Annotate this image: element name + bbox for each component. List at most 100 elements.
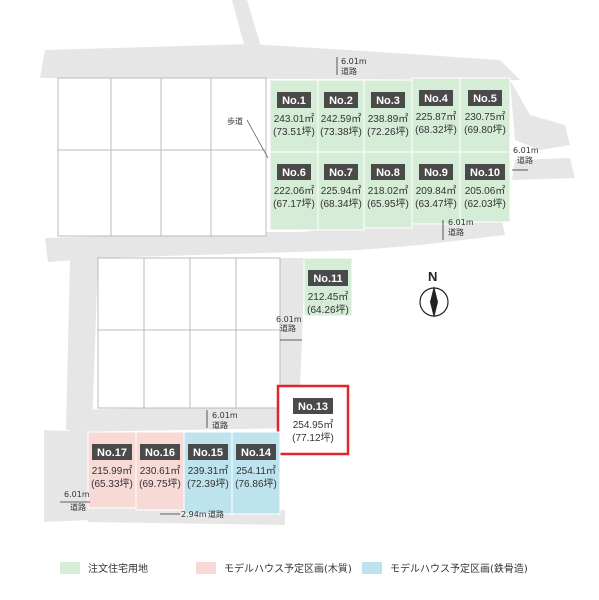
lot-number: No.4 [424, 93, 449, 105]
existing-lot [160, 77, 212, 151]
lot-tsubo: (65.33坪) [91, 477, 133, 490]
left-vertical-road [66, 258, 98, 430]
lot-area: 215.99㎡ [92, 465, 133, 477]
lot-17[interactable]: No.17 215.99㎡(65.33坪) [87, 431, 137, 509]
compass-needle-icon [430, 286, 438, 318]
lot-label-badge [371, 92, 405, 108]
legend-label: モデルハウス予定区画(木質) [224, 562, 352, 575]
lot-number: No.2 [329, 95, 353, 107]
lot-1[interactable]: No.1 243.01㎡(73.51坪) [269, 79, 319, 153]
lot-number: No.17 [97, 447, 127, 459]
legend-swatch [196, 562, 216, 574]
road-top-name: 道路 [341, 66, 357, 76]
existing-lot [143, 329, 191, 409]
existing-lot [210, 149, 267, 237]
lot-label-badge [92, 444, 132, 460]
lot-label-badge [277, 164, 311, 180]
lot-shape[interactable] [303, 257, 353, 317]
lot-area: 238.89㎡ [368, 113, 409, 125]
lot-label-badge [465, 164, 505, 180]
lot-area: 242.59㎡ [321, 113, 362, 125]
road-bottom-name: 道路 [208, 509, 224, 519]
lot-label-badge [277, 92, 311, 108]
top-road [40, 44, 520, 80]
lot-shape[interactable] [276, 384, 350, 456]
lot-tsubo: (73.38坪) [320, 125, 362, 138]
lot-shape[interactable] [459, 151, 511, 223]
road-lower-width: 6.01m [212, 411, 238, 420]
existing-lot [57, 149, 112, 237]
lot-tsubo: (68.34坪) [320, 197, 362, 210]
lot-tsubo: (69.80坪) [464, 123, 506, 136]
lot-label-badge [419, 90, 453, 106]
lot-tsubo: (69.75坪) [139, 477, 181, 490]
existing-lot [143, 257, 191, 331]
lot-area: 243.01㎡ [274, 113, 315, 125]
lot-area: 239.31㎡ [188, 465, 229, 477]
north-label: N [428, 269, 437, 284]
road-top-width: 6.01m [341, 57, 367, 66]
lot-area: 225.94㎡ [321, 185, 362, 197]
lot-tsubo: (68.32坪) [415, 123, 457, 136]
lot-label-badge [324, 164, 358, 180]
center-vertical-road [278, 258, 305, 400]
lot-area: 209.84㎡ [416, 185, 457, 197]
existing-lot [189, 329, 237, 409]
legend: 注文住宅用地 モデルハウス予定区画(木質) モデルハウス予定区画(鉄骨造) [60, 562, 528, 575]
lot-3[interactable]: No.3 238.89㎡(72.26坪) [363, 79, 413, 153]
existing-lot [97, 329, 145, 409]
lot-2[interactable]: No.2 242.59㎡(73.38坪) [317, 79, 365, 153]
lot-number: No.8 [376, 167, 400, 179]
existing-lot [110, 149, 162, 237]
lot-area: 212.45㎡ [308, 291, 349, 303]
lot-label-badge [468, 90, 502, 106]
legend-label: 注文住宅用地 [88, 562, 148, 575]
lot-number: No.10 [470, 167, 500, 179]
sidewalk-pointer [246, 119, 269, 159]
legend-swatch [60, 562, 80, 574]
existing-lot [235, 257, 281, 331]
existing-lot [235, 329, 281, 409]
road-left-name: 道路 [70, 502, 86, 512]
lot-label-badge [324, 92, 358, 108]
lot-number: No.6 [282, 167, 306, 179]
existing-lot [57, 77, 112, 151]
lot-number: No.1 [282, 95, 306, 107]
road-right-width: 6.01m [513, 146, 539, 155]
lot-tsubo: (77.12坪) [292, 431, 334, 444]
road-left-width: 6.01m [64, 490, 90, 499]
road-middle-width: 6.01m [448, 218, 474, 227]
road-right-name: 道路 [517, 155, 533, 165]
lot-area: 222.06㎡ [274, 185, 315, 197]
lot-number: No.5 [473, 93, 497, 105]
lot-number: No.13 [298, 401, 328, 413]
road-center-width: 6.01m [276, 315, 302, 324]
lot-area: 230.61㎡ [140, 465, 181, 477]
lot-area: 254.11㎡ [236, 465, 276, 477]
north-arrow: N [419, 269, 449, 318]
lot-tsubo: (64.26坪) [307, 303, 349, 316]
lot-label-badge [188, 444, 228, 460]
sidewalk-label: 歩道 [227, 116, 243, 126]
lot-tsubo: (65.95坪) [367, 197, 409, 210]
lot-label-badge [140, 444, 180, 460]
lot-number: No.9 [424, 167, 448, 179]
legend-label: モデルハウス予定区画(鉄骨造) [390, 562, 528, 575]
lot-tsubo: (72.26坪) [367, 125, 409, 138]
lot-label-badge [236, 444, 276, 460]
lot-tsubo: (73.51坪) [273, 125, 315, 138]
lot-label-badge [419, 164, 453, 180]
lot-number: No.3 [376, 95, 400, 107]
